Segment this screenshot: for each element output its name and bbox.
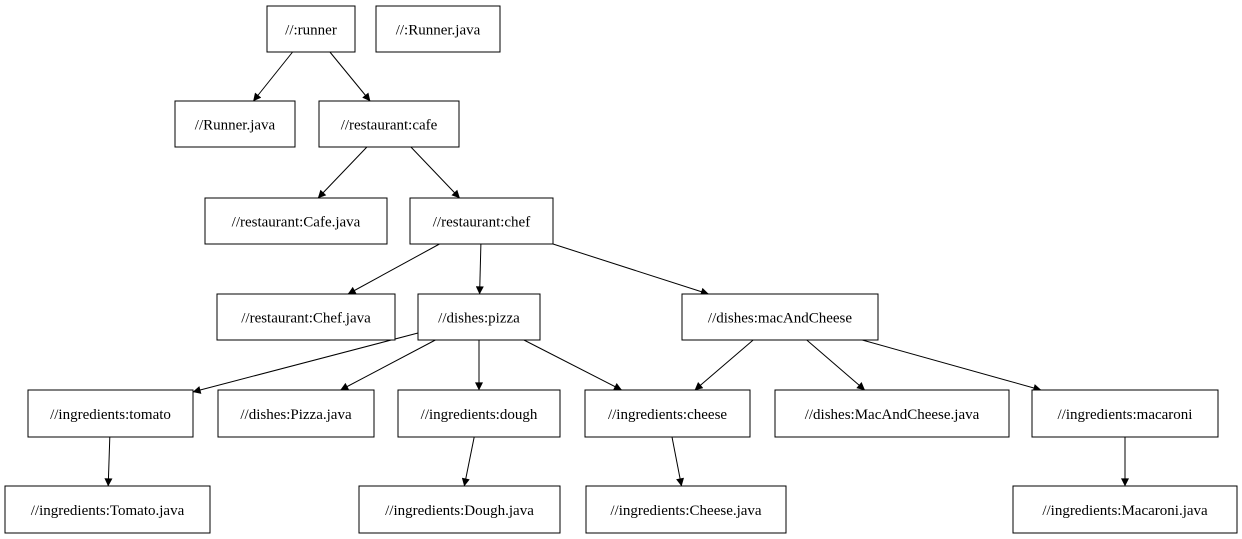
graph-node-cafe_java: //restaurant:Cafe.java <box>204 197 388 245</box>
graph-node-cafe: //restaurant:cafe <box>318 100 460 148</box>
graph-edge-cafe-to-cafe_java <box>317 146 368 199</box>
graph-edge-mac_and_cheese-to-cheese <box>694 339 754 391</box>
graph-node-chef: //restaurant:chef <box>409 197 554 245</box>
node-label: //ingredients:Dough.java <box>385 503 534 519</box>
graph-node-tomato_java: //ingredients:Tomato.java <box>4 485 211 534</box>
node-box <box>397 389 561 438</box>
node-box <box>204 197 388 245</box>
node-label: //ingredients:Macaroni.java <box>1042 503 1208 519</box>
node-label: //restaurant:chef <box>433 215 530 231</box>
graph-node-root_runner_java: //:Runner.java <box>375 5 501 53</box>
graph-edge-chef-to-mac_and_cheese <box>552 243 709 296</box>
graph-edge-chef-to-chef_java <box>347 243 440 295</box>
graph-node-chef_java: //restaurant:Chef.java <box>216 293 396 341</box>
graph-edge-runner-to-runner_java <box>253 51 293 102</box>
node-box <box>27 389 194 438</box>
node-label: //ingredients:cheese <box>608 407 727 423</box>
node-box <box>584 389 751 438</box>
node-label: //ingredients:macaroni <box>1058 407 1193 423</box>
node-label: //dishes:macAndCheese <box>708 311 852 327</box>
node-box <box>681 293 879 341</box>
graph-edges <box>104 51 1129 487</box>
graph-edge-cafe-to-chef <box>410 146 460 199</box>
node-label: //dishes:MacAndCheese.java <box>805 407 980 423</box>
graph-node-macaroni: //ingredients:macaroni <box>1031 389 1219 438</box>
node-label: //ingredients:Cheese.java <box>610 503 762 519</box>
graph-edge-cheese-to-cheese_java <box>671 436 684 487</box>
graph-edge-chef-to-pizza <box>475 243 484 295</box>
node-box <box>358 485 561 534</box>
graph-node-cheese: //ingredients:cheese <box>584 389 751 438</box>
graph-edge-pizza-to-tomato <box>192 332 419 394</box>
graph-node-dough: //ingredients:dough <box>397 389 561 438</box>
node-box <box>1031 389 1219 438</box>
node-label: //:runner <box>285 23 337 39</box>
graph-edge-pizza-to-pizza_java <box>340 339 436 391</box>
node-box <box>409 197 554 245</box>
node-label: //ingredients:tomato <box>50 407 171 423</box>
node-box <box>774 389 1010 438</box>
graph-node-cheese_java: //ingredients:Cheese.java <box>585 485 787 534</box>
graph-edge-mac_and_cheese-to-macaroni <box>862 339 1042 392</box>
node-box <box>174 100 296 148</box>
graph-node-mac_and_cheese_java: //dishes:MacAndCheese.java <box>774 389 1010 438</box>
node-label: //:Runner.java <box>396 23 481 39</box>
graph-node-pizza: //dishes:pizza <box>417 293 541 341</box>
node-label: //restaurant:Chef.java <box>241 311 371 327</box>
node-label: //restaurant:Cafe.java <box>232 215 361 231</box>
node-label: //Runner.java <box>195 118 276 134</box>
node-box <box>216 293 396 341</box>
graph-edge-pizza-to-cheese <box>523 339 622 391</box>
node-box <box>585 485 787 534</box>
graph-node-tomato: //ingredients:tomato <box>27 389 194 438</box>
graph-edge-dough-to-dough_java <box>461 436 475 487</box>
node-label: //dishes:pizza <box>438 311 520 327</box>
graph-node-runner_java: //Runner.java <box>174 100 296 148</box>
graph-node-dough_java: //ingredients:Dough.java <box>358 485 561 534</box>
node-label: //restaurant:cafe <box>341 118 438 134</box>
graph-node-runner: //:runner <box>266 5 356 53</box>
graph-edge-runner-to-cafe <box>329 51 371 102</box>
node-label: //dishes:Pizza.java <box>240 407 352 423</box>
graph-edge-tomato-to-tomato_java <box>104 436 113 487</box>
graph-node-pizza_java: //dishes:Pizza.java <box>217 389 375 438</box>
graph-nodes: //:runner //:Runner.java //Runner.java //re… <box>4 5 1238 534</box>
node-box <box>375 5 501 53</box>
node-box <box>318 100 460 148</box>
node-box <box>217 389 375 438</box>
node-box <box>4 485 211 534</box>
node-box <box>1012 485 1238 534</box>
node-box <box>266 5 356 53</box>
node-box <box>417 293 541 341</box>
graph-edge-mac_and_cheese-to-mac_and_cheese_java <box>806 339 866 391</box>
node-label: //ingredients:Tomato.java <box>31 503 185 519</box>
graph-node-mac_and_cheese: //dishes:macAndCheese <box>681 293 879 341</box>
graph-node-macaroni_java: //ingredients:Macaroni.java <box>1012 485 1238 534</box>
node-label: //ingredients:dough <box>421 407 538 423</box>
